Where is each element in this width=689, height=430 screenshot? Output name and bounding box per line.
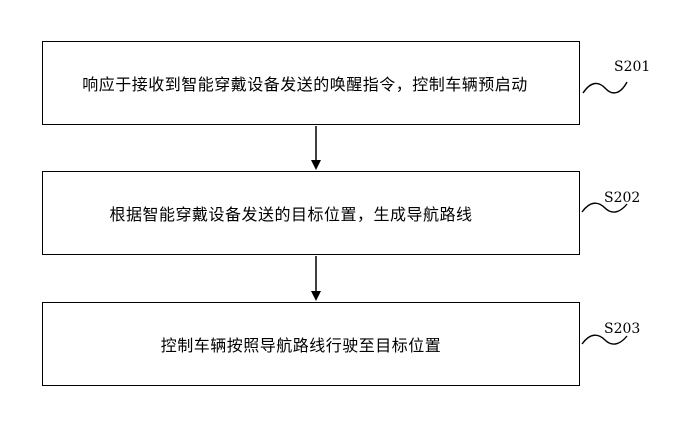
flow-arrow-1 [311, 126, 321, 170]
leader-tilde-s201 [582, 81, 628, 94]
step-text-s202: 根据智能穿戴设备发送的目标位置，生成导航路线 [109, 205, 473, 224]
step-text-s203: 控制车辆按照导航路线行驶至目标位置 [160, 336, 442, 355]
flow-arrow-2 [311, 256, 321, 301]
step-label-s201: S201 [614, 59, 651, 75]
step-text-s201: 响应于接收到智能穿戴设备发送的唤醒指令，控制车辆预启动 [82, 75, 528, 94]
step-box-s201: 响应于接收到智能穿戴设备发送的唤醒指令，控制车辆预启动 [42, 41, 580, 125]
step-box-s202: 根据智能穿戴设备发送的目标位置，生成导航路线 [42, 171, 580, 255]
step-label-s203: S203 [604, 321, 641, 337]
step-label-s202: S202 [604, 190, 641, 206]
step-box-s203: 控制车辆按照导航路线行驶至目标位置 [42, 302, 580, 386]
